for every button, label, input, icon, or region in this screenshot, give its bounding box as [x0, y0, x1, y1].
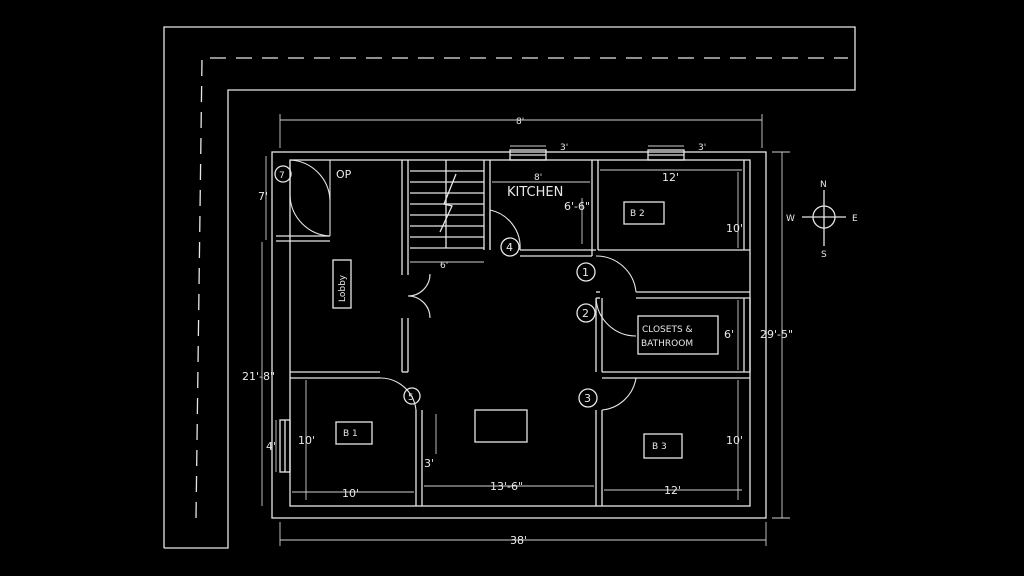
compass-w: W [786, 214, 795, 224]
road-center-dashed-line [195, 57, 848, 519]
dim-b1-depth: 10' [298, 434, 315, 447]
compass-e: E [852, 214, 858, 224]
dim-kitchen-depth: 6'-6" [564, 200, 590, 213]
room-label-b1: B 1 [343, 429, 358, 439]
dim-window-right: 3' [698, 143, 706, 153]
dim-b3-depth: 10' [726, 434, 743, 447]
dim-bottom-overall: 38' [510, 534, 527, 547]
dim-b1-width: 10' [342, 487, 359, 500]
compass-icon: N S E W [786, 180, 858, 260]
dim-window-left: 3' [560, 143, 568, 153]
room-label-kitchen: KITCHEN [507, 185, 563, 200]
room-label-lobby: Lobby [338, 274, 348, 302]
compass-s: S [821, 250, 827, 260]
door-number-5: 5 [403, 387, 421, 405]
room-label-boxes [332, 201, 719, 459]
svg-text:7: 7 [279, 171, 285, 181]
compass-n: N [820, 180, 827, 190]
svg-text:5: 5 [408, 393, 414, 403]
room-label-op: OP [336, 168, 352, 181]
room-label-closets: CLOSETS & [642, 325, 693, 335]
staircase [410, 160, 484, 249]
interior-walls [276, 160, 751, 506]
room-label-b2: B 2 [630, 209, 645, 219]
door-number-4: 4 [500, 237, 520, 257]
door-swings [289, 159, 637, 411]
dim-stair-width: 6' [440, 261, 448, 271]
svg-text:2: 2 [582, 307, 589, 320]
svg-text:1: 1 [582, 266, 589, 279]
door-number-2: 2 [576, 303, 596, 323]
dim-b3-width: 12' [664, 484, 681, 497]
outer-walls [271, 151, 767, 519]
dim-b2-width: 12' [662, 171, 679, 184]
dim-right-overall: 29'-5" [760, 328, 793, 341]
dim-kitchen-width: 8' [534, 173, 542, 183]
dim-hall-small: 3' [424, 457, 434, 470]
room-label-bathroom: BATHROOM [641, 339, 693, 349]
dimension-lines [261, 114, 790, 546]
windows [279, 149, 685, 473]
door-number-1: 1 [576, 262, 596, 282]
dim-hall-width: 13'-6" [490, 480, 523, 493]
door-number-3: 3 [578, 388, 598, 408]
svg-text:4: 4 [506, 241, 513, 254]
dim-b2-depth: 10' [726, 222, 743, 235]
svg-text:3: 3 [584, 392, 591, 405]
door-number-7: 7 [274, 165, 292, 183]
dim-b1-window: 4' [266, 440, 276, 453]
dim-left-overall: 21'-8" [242, 370, 275, 383]
dim-op-depth: 7' [258, 190, 268, 203]
dim-closet-depth: 6' [724, 328, 734, 341]
road-boundary [163, 26, 856, 549]
room-label-b3: B 3 [652, 442, 667, 452]
dim-top-overall: 8' [516, 117, 524, 127]
